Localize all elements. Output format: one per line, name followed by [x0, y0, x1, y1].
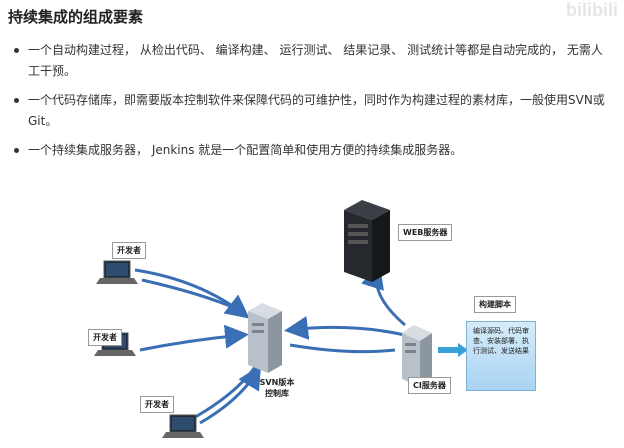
arrow-ci-to-svn	[284, 315, 406, 340]
svn-label: SVN版本 控制库	[252, 377, 302, 399]
ci-server-label: CI服务器	[408, 377, 451, 394]
watermark-logo: bilibili	[566, 0, 618, 20]
developer-label: 开发者	[140, 396, 174, 413]
laptop-icon	[162, 414, 204, 438]
web-server-icon	[344, 200, 390, 282]
bullet-dot-icon	[14, 148, 19, 153]
bullet-text: 一个自动构建过程， 从检出代码、 编译构建、 运行测试、 结果记录、 测试统计等…	[28, 43, 603, 78]
arrow-dev2-to-svn	[139, 324, 249, 352]
web-server-label: WEB服务器	[398, 224, 453, 241]
arrow-dev3-to-svn	[199, 364, 262, 425]
bullet-item: 一个持续集成服务器， Jenkins 就是一个配置简单和使用方便的持续集成服务器…	[14, 140, 614, 161]
bullet-list: 一个自动构建过程， 从检出代码、 编译构建、 运行测试、 结果记录、 测试统计等…	[14, 40, 614, 169]
bullet-text: 一个持续集成服务器， Jenkins 就是一个配置简单和使用方便的持续集成服务器…	[28, 143, 463, 157]
developer-label: 开发者	[112, 242, 146, 259]
build-script-label: 构建脚本	[474, 296, 516, 313]
bullet-item: 一个自动构建过程， 从检出代码、 编译构建、 运行测试、 结果记录、 测试统计等…	[14, 40, 614, 82]
ci-diagram: 开发者 开发者 开发者 SVN版本 控制库 WEB服务器 CI服务器 构建脚本 …	[0, 185, 624, 448]
laptop-icon	[96, 260, 138, 284]
ci-server-icon	[402, 325, 432, 387]
svn-label-line2: 控制库	[265, 389, 289, 398]
diagram-canvas	[94, 200, 468, 438]
bullet-text: 一个代码存储库，即需要版本控制软件来保障代码的可维护性，同时作为构建过程的素材库…	[28, 93, 605, 128]
arrow-svn-to-ci	[289, 343, 396, 354]
bullet-dot-icon	[14, 48, 19, 53]
svn-label-line1: SVN版本	[259, 378, 295, 387]
arrow-svn-to-dev	[141, 278, 241, 312]
svn-server-icon	[248, 303, 282, 373]
arrow-svn-to-dev3	[189, 366, 257, 422]
page-title: 持续集成的组成要素	[8, 8, 144, 26]
developer-label: 开发者	[88, 329, 122, 346]
bullet-dot-icon	[14, 98, 19, 103]
build-script-box: 编译源码、代码审查、安装部署、执行测试、发送结果	[466, 321, 536, 391]
arrow-ci-to-web	[361, 264, 406, 327]
bullet-item: 一个代码存储库，即需要版本控制软件来保障代码的可维护性，同时作为构建过程的素材库…	[14, 90, 614, 132]
